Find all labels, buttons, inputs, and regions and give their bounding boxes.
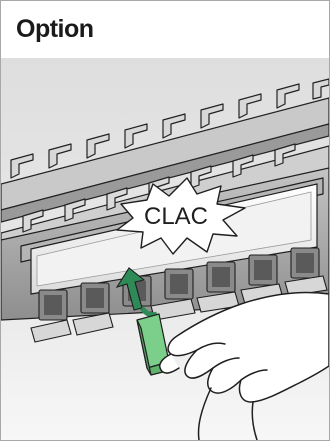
patch-panel-illustration: CLAC [1,58,329,440]
clac-text: CLAC [144,203,208,230]
panel-title: Option [16,15,94,44]
illustration-svg: CLAC [1,58,329,440]
panel-header: Option [1,1,329,58]
